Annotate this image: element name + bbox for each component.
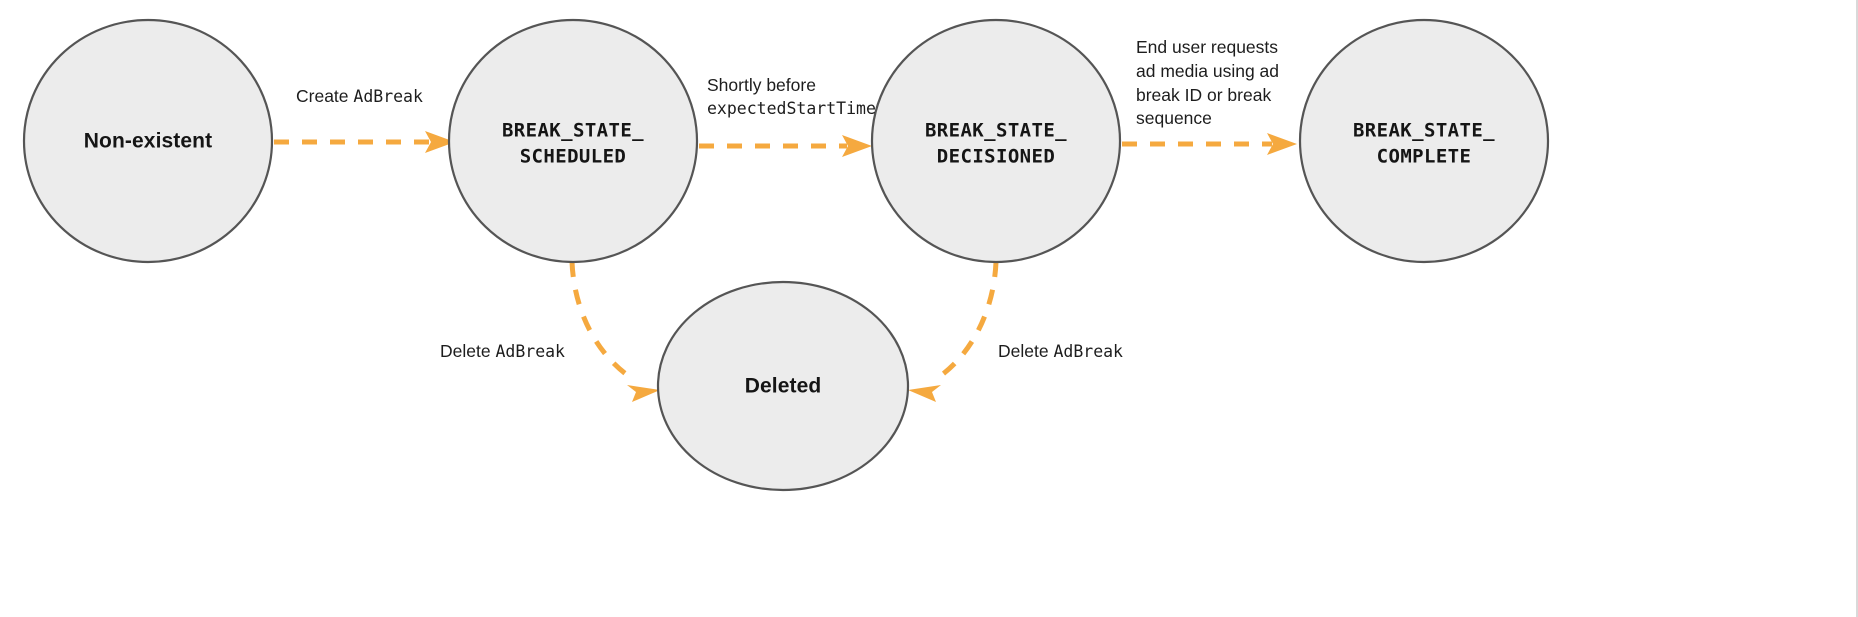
node-deleted-label: Deleted bbox=[745, 375, 822, 398]
node-non-existent-shape bbox=[22, 18, 274, 264]
nodes-layer: Non-existent BREAK_STATE_ SCHEDULED BREA… bbox=[22, 18, 1550, 492]
node-break-state-complete-shape bbox=[1298, 18, 1550, 264]
edge-end-user-requests-arrowhead bbox=[1267, 133, 1297, 155]
edge-delete-adbreak-decisioned-arrowhead bbox=[908, 385, 941, 402]
node-break-state-decisioned-label-line2: DECISIONED bbox=[937, 146, 1055, 168]
edge-label-create-adbreak-run-1: AdBreak bbox=[353, 87, 423, 106]
edge-end-user-requests[interactable] bbox=[1122, 133, 1297, 155]
node-non-existent[interactable]: Non-existent bbox=[22, 18, 274, 264]
node-break-state-decisioned-label-line1: BREAK_STATE_ bbox=[925, 120, 1067, 142]
edge-delete-adbreak-scheduled-arrowhead bbox=[627, 385, 660, 402]
edge-label-create-adbreak: Create AdBreak bbox=[296, 86, 423, 106]
edge-label-delete-adbreak-decisioned-run-0: Delete bbox=[998, 341, 1053, 361]
node-non-existent-label: Non-existent bbox=[84, 130, 212, 153]
node-deleted[interactable]: Deleted bbox=[656, 280, 910, 492]
node-break-state-scheduled-label-line2: SCHEDULED bbox=[520, 146, 627, 168]
edge-label-end-user-run-2: break ID or break bbox=[1136, 85, 1271, 105]
edge-label-delete-adbreak-decisioned-run-1: AdBreak bbox=[1053, 342, 1123, 361]
edge-label-end-user-run-1: ad media using ad bbox=[1136, 61, 1279, 81]
edge-label-delete-adbreak-scheduled-run-0: Delete bbox=[440, 341, 495, 361]
edge-shortly-before-arrowhead bbox=[842, 135, 872, 157]
edge-label-end-user-line1: End user requests bbox=[1136, 37, 1278, 57]
edge-shortly-before[interactable] bbox=[699, 135, 872, 157]
node-deleted-shape bbox=[656, 280, 910, 492]
node-break-state-complete-label-line1: BREAK_STATE_ bbox=[1353, 120, 1495, 142]
edge-label-end-user-run-0: End user requests bbox=[1136, 37, 1278, 57]
edge-delete-adbreak-decisioned-line bbox=[934, 261, 999, 382]
edge-create-adbreak[interactable] bbox=[274, 131, 455, 153]
edge-label-create-adbreak-run-0: Create bbox=[296, 86, 353, 106]
edge-label-end-user-line2: ad media using ad bbox=[1136, 61, 1279, 81]
node-break-state-scheduled-shape bbox=[447, 18, 699, 264]
edge-label-end-user-line3: break ID or break bbox=[1136, 85, 1271, 105]
edge-delete-adbreak-scheduled[interactable] bbox=[569, 261, 660, 402]
edges-layer bbox=[274, 131, 1297, 402]
edge-create-adbreak-arrowhead bbox=[425, 131, 455, 153]
node-break-state-decisioned[interactable]: BREAK_STATE_ DECISIONED bbox=[870, 18, 1122, 264]
node-break-state-scheduled[interactable]: BREAK_STATE_ SCHEDULED bbox=[447, 18, 699, 264]
node-break-state-complete-label-line2: COMPLETE bbox=[1377, 146, 1472, 168]
node-break-state-complete[interactable]: BREAK_STATE_ COMPLETE bbox=[1298, 18, 1550, 264]
edge-label-shortly-before-line2: expectedStartTime bbox=[707, 99, 876, 118]
node-break-state-decisioned-shape bbox=[870, 18, 1122, 264]
edge-delete-adbreak-scheduled-line bbox=[569, 261, 635, 382]
edge-label-expected-start-time-run-0: expectedStartTime bbox=[707, 99, 876, 118]
edge-label-delete-adbreak-scheduled-run-1: AdBreak bbox=[495, 342, 565, 361]
edge-delete-adbreak-decisioned[interactable] bbox=[908, 261, 999, 402]
edge-label-delete-adbreak-decisioned: Delete AdBreak bbox=[998, 341, 1123, 361]
edge-label-end-user-run-3: sequence bbox=[1136, 108, 1212, 128]
edge-label-delete-adbreak-scheduled: Delete AdBreak bbox=[440, 341, 565, 361]
edge-label-shortly-before-run-0: Shortly before bbox=[707, 75, 816, 95]
edge-label-end-user-line4: sequence bbox=[1136, 108, 1212, 128]
node-break-state-scheduled-label-line1: BREAK_STATE_ bbox=[502, 120, 644, 142]
edge-label-shortly-before-line1: Shortly before bbox=[707, 75, 816, 95]
edge-labels-layer: Create AdBreak Shortly before expectedSt… bbox=[296, 37, 1279, 361]
